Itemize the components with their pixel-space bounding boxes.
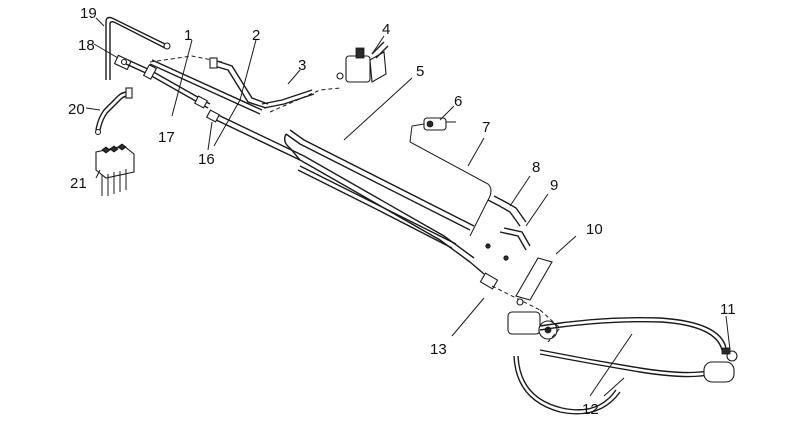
callout-16: 16	[198, 151, 215, 168]
callout-21: 21	[70, 175, 87, 192]
leader-lines	[85, 17, 731, 397]
callout-17: 17	[158, 129, 175, 146]
part-10-filter	[515, 257, 553, 306]
part-8-9-tubes	[485, 195, 531, 261]
part-4-reservoir	[336, 41, 389, 83]
part-7-wire	[409, 123, 492, 237]
callout-3: 3	[298, 57, 306, 74]
part-16-long-line	[205, 109, 475, 263]
callout-11: 11	[720, 301, 736, 318]
callout-6: 6	[454, 93, 462, 110]
callout-13: 13	[430, 341, 447, 358]
callout-5: 5	[416, 63, 424, 80]
part-3-hose	[261, 87, 341, 113]
callout-9: 9	[550, 177, 558, 194]
part-5-tube-assembly	[283, 129, 475, 249]
part-17-long-line	[125, 59, 211, 109]
callout-4: 4	[382, 21, 390, 38]
part-13-fitting	[469, 261, 541, 311]
part-21-valve-block	[95, 143, 135, 196]
callout-18: 18	[78, 37, 95, 54]
callout-20: 20	[68, 101, 85, 118]
part-1-line	[149, 55, 263, 115]
callout-labels: 19 18 20 21 17 1 2 16 3 4 5 6 7 8 9 10 1…	[68, 5, 736, 418]
callout-7: 7	[482, 119, 490, 136]
part-11-motor	[703, 347, 738, 383]
callout-2: 2	[252, 27, 260, 44]
part-6-switch	[423, 117, 456, 131]
callout-1: 1	[184, 27, 192, 44]
part-20-bent-hose	[94, 87, 133, 136]
pump-assembly	[507, 309, 561, 343]
part-19-bent-line	[105, 16, 171, 80]
callout-19: 19	[80, 5, 97, 22]
part-12-hoses	[513, 316, 727, 415]
callout-12: 12	[582, 401, 599, 418]
callout-8: 8	[532, 159, 540, 176]
part-18-connector	[113, 54, 132, 71]
part-2-hose	[209, 57, 269, 109]
callout-10: 10	[586, 221, 603, 238]
